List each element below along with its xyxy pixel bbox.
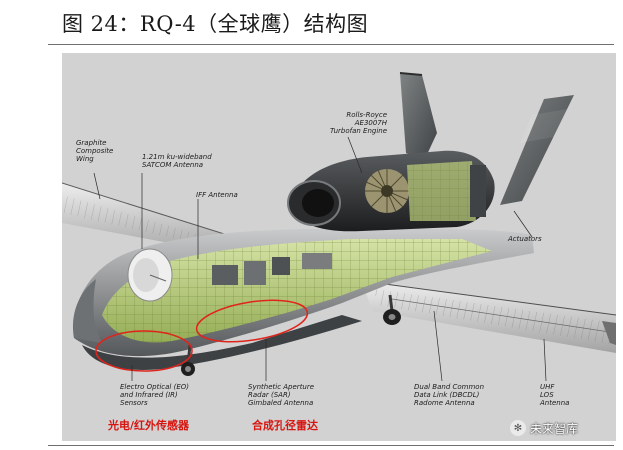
figure-panel: Graphite Composite Wing 1.21m ku-wideban… xyxy=(62,53,616,441)
paw-icon: ✻ xyxy=(510,420,526,436)
callout-actuators: Actuators xyxy=(508,235,542,243)
figure-title: 图 24：RQ-4（全球鹰）结构图 xyxy=(62,12,369,36)
label-eo-ir-cn: 光电/红外传感器 xyxy=(108,419,190,432)
watermark-text: 未来智库 xyxy=(530,421,579,436)
engine-nacelle xyxy=(287,150,495,232)
leader-lines xyxy=(93,136,547,382)
global-hawk-illustration xyxy=(62,72,616,382)
label-sar-cn: 合成孔径雷达 xyxy=(252,419,318,432)
nose-landing-gear xyxy=(181,344,195,376)
watermark: ✻ 未来智库 xyxy=(510,418,578,438)
main-landing-gear xyxy=(383,294,401,325)
v-tail xyxy=(399,72,574,205)
callout-dbcdl-radome: Dual Band Common Data Link (DBCDL) Radom… xyxy=(414,383,485,407)
callout-iff-antenna: IFF Antenna xyxy=(196,191,238,199)
callout-turbofan-engine: Rolls-Royce AE3007H Turbofan Engine xyxy=(330,111,388,135)
callout-uhf-los-antenna: UHF LOS Antenna xyxy=(540,383,570,407)
callout-graphite-wing: Graphite Composite Wing xyxy=(76,139,114,163)
eo-ir-highlight-ellipse xyxy=(95,330,193,372)
sar-highlight-ellipse xyxy=(195,299,309,343)
bottom-rule xyxy=(48,445,614,446)
callout-sar-antenna: Synthetic Aperture Radar (SAR) Gimbaled … xyxy=(248,383,315,407)
callout-eo-ir-sensors: Electro Optical (EO) and Infrared (IR) S… xyxy=(120,383,189,407)
right-wing xyxy=(361,280,616,353)
avionics-bays xyxy=(212,253,332,285)
satcom-dish xyxy=(127,248,173,302)
title-rule xyxy=(48,44,614,45)
callout-satcom-antenna: 1.21m ku-wideband SATCOM Antenna xyxy=(142,153,212,169)
